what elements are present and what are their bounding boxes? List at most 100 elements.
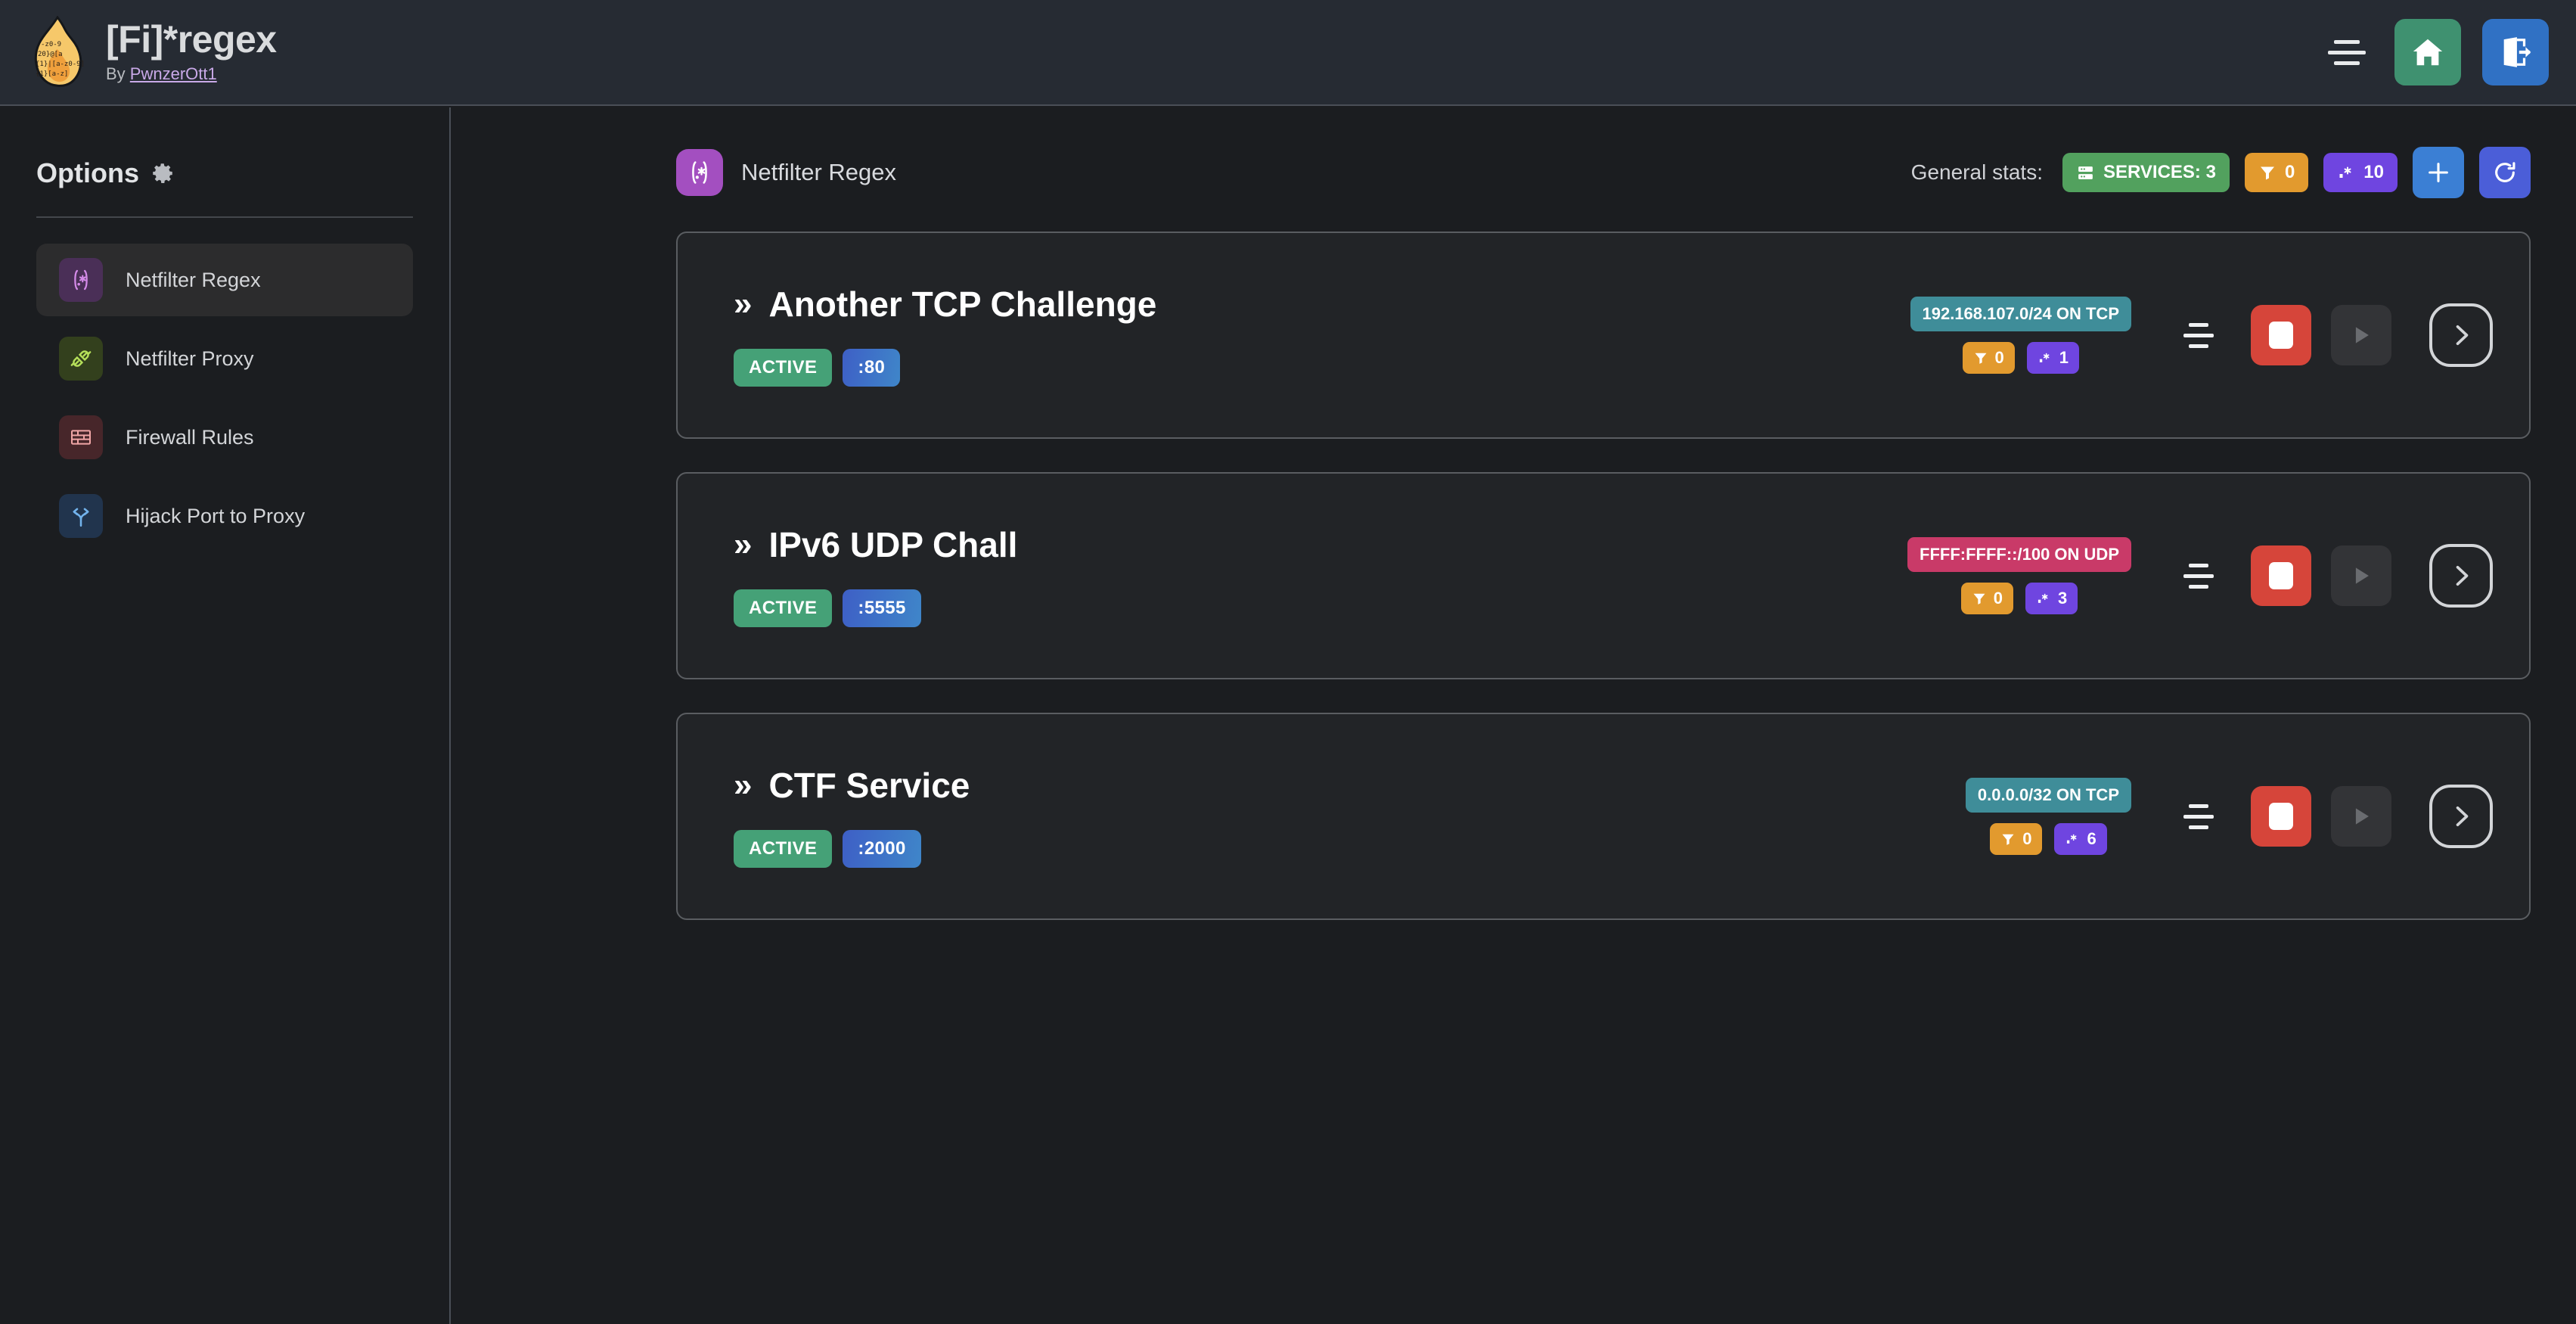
- play-button[interactable]: [2331, 786, 2391, 847]
- service-filter-badge[interactable]: 0: [1960, 583, 2013, 614]
- svg-text:{1}[a-z]: {1}[a-z]: [36, 70, 68, 78]
- stop-button[interactable]: [2251, 786, 2311, 847]
- main-content: Netfilter Regex General stats: SERVICES:…: [452, 107, 2576, 1324]
- service-filter-badge[interactable]: 0: [1962, 342, 2015, 374]
- stop-icon: [2269, 803, 2293, 830]
- general-stats: General stats: SERVICES: 3 0: [1911, 147, 2531, 198]
- service-menu-icon[interactable]: [2174, 551, 2224, 601]
- flame-regex-logo-icon: -z0-9 20}@[a {1}|[a-z0-9] {1}[a-z]: [34, 16, 85, 87]
- app-title: [Fi]*regex: [106, 18, 277, 61]
- sidebar-item-netfilter-regex[interactable]: Netfilter Regex: [36, 244, 413, 316]
- service-name: CTF Service: [768, 766, 970, 805]
- stop-button[interactable]: [2251, 305, 2311, 365]
- play-button[interactable]: [2331, 545, 2391, 606]
- service-title-row: » Another TCP Challenge: [734, 284, 1156, 325]
- chevron-right-icon: [2456, 806, 2469, 827]
- service-info: » IPv6 UDP Chall ACTIVE :5555: [734, 524, 1017, 627]
- network-badge: 192.168.107.0/24 ON TCP: [1910, 297, 2131, 331]
- service-tags: ACTIVE :80: [734, 349, 1156, 387]
- service-card[interactable]: » IPv6 UDP Chall ACTIVE :5555 FFFF:FFFF:…: [676, 472, 2531, 679]
- regex-icon: [59, 258, 103, 302]
- service-filter-count: 0: [2022, 829, 2032, 848]
- service-name: IPv6 UDP Chall: [768, 525, 1018, 564]
- refresh-icon: [2495, 162, 2515, 182]
- open-service-button[interactable]: [2429, 785, 2493, 848]
- play-icon: [2355, 808, 2369, 825]
- home-icon: [2413, 39, 2443, 66]
- by-prefix: By: [106, 64, 130, 83]
- service-tags: ACTIVE :5555: [734, 589, 1017, 627]
- service-title-row: » CTF Service: [734, 765, 970, 806]
- service-regex-badge[interactable]: 6: [2054, 823, 2107, 855]
- sidebar: Options Netfilter Regex: [0, 107, 451, 1324]
- brand-text: [Fi]*regex By PwnzerOtt1: [106, 20, 277, 84]
- service-regex-count: 3: [2058, 589, 2068, 608]
- refresh-button[interactable]: [2479, 147, 2531, 198]
- service-filter-badge[interactable]: 0: [1990, 823, 2043, 855]
- network-subbadges: 0 6: [1990, 823, 2107, 855]
- stat-filters-badge[interactable]: 0: [2244, 153, 2309, 192]
- chevron-right-icon: [2456, 325, 2469, 346]
- sidebar-title-row: Options: [36, 157, 413, 189]
- stat-services-label: SERVICES: 3: [2103, 162, 2216, 182]
- home-button[interactable]: [2394, 19, 2461, 85]
- open-service-button[interactable]: [2429, 544, 2493, 608]
- main-topbar: Netfilter Regex General stats: SERVICES:…: [676, 147, 2531, 198]
- sidebar-item-label: Firewall Rules: [126, 425, 254, 449]
- options-label: Options: [36, 157, 139, 188]
- network-subbadges: 0 1: [1962, 342, 2079, 374]
- plug-icon: [59, 337, 103, 381]
- double-chevron-icon: »: [734, 766, 753, 803]
- service-controls: 192.168.107.0/24 ON TCP 0 1: [1910, 297, 2493, 374]
- play-icon: [2355, 327, 2369, 343]
- status-badge: ACTIVE: [734, 830, 833, 868]
- regex-dot-star-icon: [2039, 353, 2050, 362]
- filter-icon: [2260, 166, 2274, 180]
- service-menu-icon[interactable]: [2174, 791, 2224, 841]
- play-icon: [2355, 567, 2369, 584]
- sidebar-divider: [36, 216, 413, 218]
- sidebar-item-hijack-port-to-proxy[interactable]: Hijack Port to Proxy: [36, 480, 413, 552]
- double-chevron-icon: »: [734, 285, 753, 322]
- service-info: » CTF Service ACTIVE :2000: [734, 765, 970, 868]
- stat-filters-label: 0: [2284, 162, 2295, 182]
- svg-text:{1}|[a-z0-9]: {1}|[a-z0-9]: [36, 61, 85, 68]
- open-service-button[interactable]: [2429, 303, 2493, 367]
- sidebar-item-label: Hijack Port to Proxy: [126, 504, 306, 527]
- service-regex-count: 1: [2059, 348, 2069, 367]
- stat-services-badge[interactable]: SERVICES: 3: [2062, 153, 2230, 192]
- sidebar-nav: Netfilter Regex Netfilter Proxy: [36, 244, 413, 552]
- service-regex-badge[interactable]: 1: [2026, 342, 2079, 374]
- add-service-button[interactable]: [2413, 147, 2464, 198]
- service-name: Another TCP Challenge: [768, 284, 1157, 324]
- sidebar-item-netfilter-proxy[interactable]: Netfilter Proxy: [36, 322, 413, 395]
- regex-dot-star-icon: [2339, 166, 2351, 178]
- port-badge: :2000: [843, 830, 921, 868]
- filter-icon: [1973, 593, 1985, 605]
- service-regex-badge[interactable]: 3: [2025, 583, 2078, 614]
- route-fork-icon: [59, 494, 103, 538]
- brick-wall-icon: [59, 415, 103, 459]
- service-card[interactable]: » CTF Service ACTIVE :2000 0.0.0.0/32 ON…: [676, 713, 2531, 920]
- sidebar-item-firewall-rules[interactable]: Firewall Rules: [36, 401, 413, 474]
- brand: -z0-9 20}@[a {1}|[a-z0-9] {1}[a-z] [Fi]*…: [27, 16, 277, 89]
- plus-icon: [2429, 163, 2448, 182]
- service-controls: 0.0.0.0/32 ON TCP 0 6: [1965, 778, 2493, 855]
- hamburger-menu-icon[interactable]: [2320, 26, 2373, 79]
- service-info: » Another TCP Challenge ACTIVE :80: [734, 284, 1156, 387]
- svg-text:20}@[a: 20}@[a: [38, 51, 63, 58]
- service-network-block: 192.168.107.0/24 ON TCP 0 1: [1910, 297, 2131, 374]
- gear-icon: [153, 163, 173, 184]
- service-menu-icon[interactable]: [2174, 310, 2224, 360]
- byline: By PwnzerOtt1: [106, 64, 277, 84]
- stat-regexes-badge[interactable]: 10: [2323, 153, 2398, 192]
- service-network-block: FFFF:FFFF::/100 ON UDP 0 3: [1907, 537, 2131, 614]
- play-button[interactable]: [2331, 305, 2391, 365]
- service-title-row: » IPv6 UDP Chall: [734, 524, 1017, 565]
- general-stats-label: General stats:: [1910, 160, 2043, 184]
- author-link[interactable]: PwnzerOtt1: [129, 64, 217, 83]
- sidebar-item-label: Netfilter Regex: [126, 268, 261, 291]
- stop-button[interactable]: [2251, 545, 2311, 606]
- service-card[interactable]: » Another TCP Challenge ACTIVE :80 192.1…: [676, 232, 2531, 439]
- logout-button[interactable]: [2482, 19, 2549, 85]
